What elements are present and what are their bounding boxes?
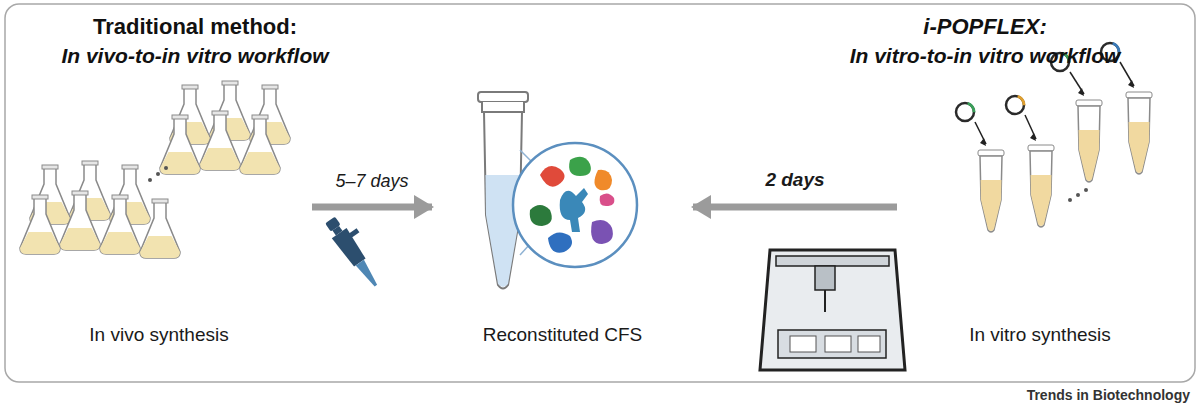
- flask-icon: [100, 195, 140, 254]
- group-label: Reconstituted CFS: [432, 324, 693, 346]
- tube-icon: [1028, 145, 1054, 227]
- workflow-arrow: [693, 204, 897, 211]
- synthesis-group: In vivo synthesis: [6, 92, 312, 354]
- flask-icon: [160, 115, 200, 174]
- workflow-heading: In vitro-to-in vitro workflow: [850, 44, 1121, 68]
- workflow-heading: In vivo-to-in vitro workflow: [61, 44, 328, 68]
- plasmid-icon: [956, 102, 976, 121]
- group-label: In vivo synthesis: [6, 324, 312, 346]
- flask-icon: [140, 199, 180, 258]
- panel-border: [5, 4, 1195, 382]
- tube-icon: [1076, 100, 1102, 182]
- flask-icon: [60, 191, 100, 250]
- reaction-tube: [478, 92, 637, 289]
- robot-illustration: [760, 250, 905, 370]
- journal-credit: Trends in Biotechnology: [1027, 387, 1190, 403]
- flask-icon: [240, 115, 280, 174]
- workflow-arrow: [312, 204, 432, 211]
- product-group: Reconstituted CFS: [432, 82, 693, 354]
- tube-icon: [1126, 92, 1152, 174]
- flask-icon: [20, 195, 60, 254]
- flask-group: [20, 81, 290, 258]
- duration-label: 2 days: [762, 169, 827, 191]
- workflow-heading: Traditional method:: [93, 14, 297, 40]
- duration-label: 5–7 days: [332, 171, 411, 192]
- plasmid-icon: [1006, 95, 1026, 114]
- tube-icon: [978, 150, 1004, 232]
- synthesis-group: In vitro synthesis: [897, 88, 1183, 354]
- workflow-heading: i-POPFLEX:: [923, 14, 1046, 40]
- tube-group: [956, 42, 1152, 232]
- flask-icon: [200, 111, 240, 170]
- group-label: In vitro synthesis: [897, 324, 1183, 346]
- pipette-icon: [323, 210, 390, 290]
